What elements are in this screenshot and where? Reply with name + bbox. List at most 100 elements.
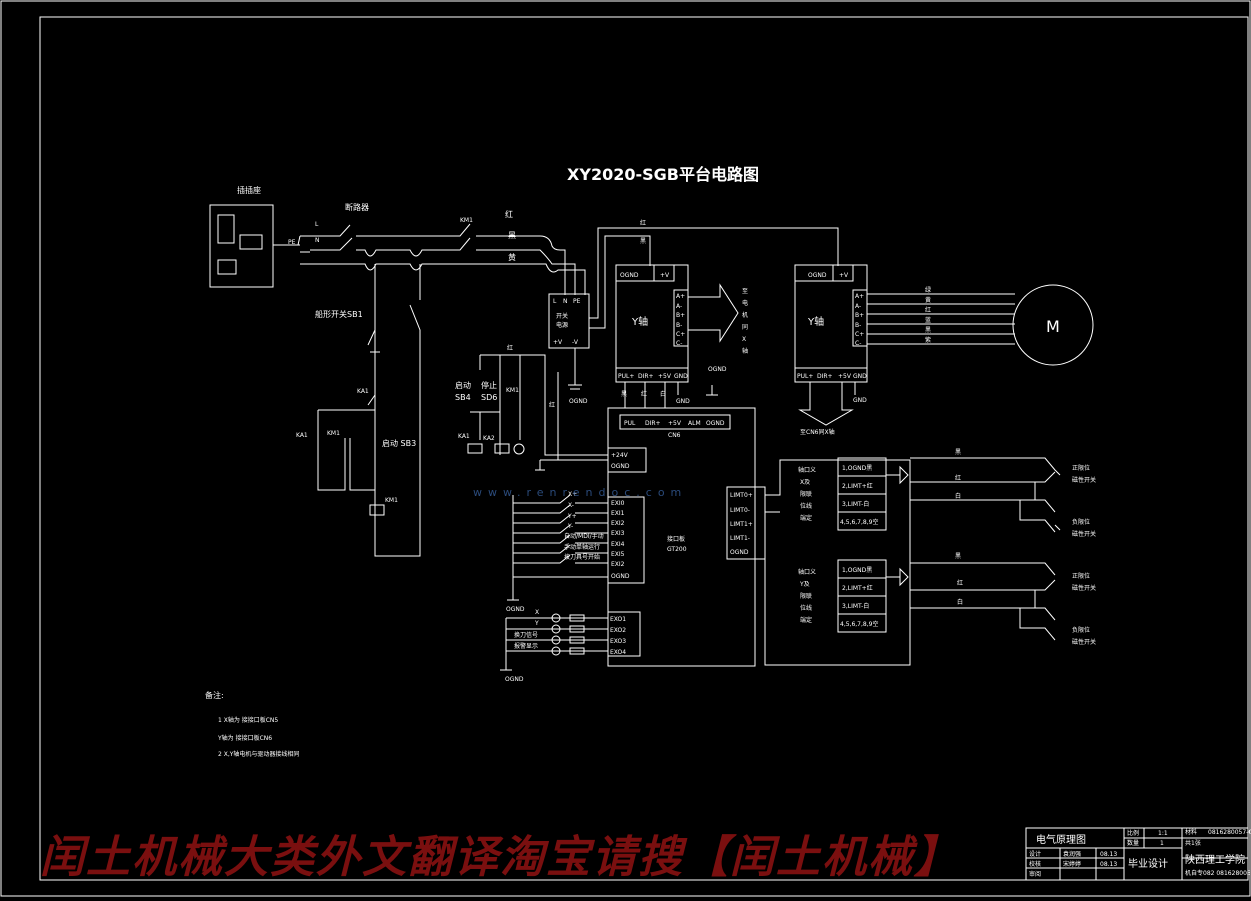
- svg-text:端定: 端定: [800, 514, 812, 522]
- svg-text:LIMT0+: LIMT0+: [730, 492, 753, 499]
- svg-text:负限位: 负限位: [1072, 518, 1090, 526]
- svg-text:OGND: OGND: [708, 366, 727, 373]
- note-line-1: 1 X轴为 接接口板CN5: [218, 716, 278, 724]
- svg-text:机: 机: [742, 311, 748, 319]
- socket-symbol: [209, 204, 274, 288]
- psu-label-1: 开关: [556, 312, 568, 320]
- svg-text:CN6: CN6: [668, 432, 681, 439]
- svg-text:轴口义: 轴口义: [798, 568, 816, 576]
- svg-text:KM1: KM1: [385, 497, 398, 504]
- svg-text:黑: 黑: [955, 449, 961, 456]
- to-x-motor-1: 至: [742, 288, 748, 295]
- svg-text:手动单轴运行: 手动单轴运行: [564, 543, 600, 551]
- svg-text:1:1: 1:1: [1158, 830, 1168, 837]
- svg-text:EXO4: EXO4: [610, 649, 626, 656]
- km1-label-top: KM1: [460, 217, 473, 224]
- wire-black-label: 黑: [508, 231, 516, 240]
- svg-text:ALM: ALM: [688, 420, 701, 427]
- svg-text:磁性开关: 磁性开关: [1072, 476, 1096, 484]
- svg-text:PUL+: PUL+: [618, 373, 634, 380]
- svg-text:袁润强: 袁润强: [1063, 850, 1081, 858]
- svg-text:OGND: OGND: [506, 606, 525, 613]
- svg-text:Y+: Y+: [567, 513, 577, 520]
- svg-text:L: L: [553, 298, 557, 305]
- svg-text:轴: 轴: [742, 347, 748, 355]
- svg-text:Y-: Y-: [567, 523, 573, 530]
- svg-text:1: 1: [1160, 840, 1164, 847]
- svg-text:校核: 校核: [1029, 860, 1041, 868]
- svg-text:3,LIMT-白: 3,LIMT-白: [842, 500, 869, 508]
- svg-text:OGND: OGND: [620, 272, 639, 279]
- svg-text:+V: +V: [553, 339, 563, 346]
- wire-yellow-label: 黄: [508, 252, 516, 262]
- svg-text:报警显示: 报警显示: [514, 642, 538, 650]
- svg-text:位线: 位线: [800, 502, 812, 510]
- to-cn6-label: 至CN6同X轴: [800, 428, 835, 436]
- svg-text:0816280057-06: 0816280057-06: [1208, 829, 1251, 836]
- svg-text:换刀信号: 换刀信号: [514, 631, 538, 639]
- svg-text:2,LIMT+红: 2,LIMT+红: [842, 482, 873, 490]
- svg-text:同: 同: [742, 324, 748, 331]
- svg-text:GND: GND: [853, 373, 867, 380]
- motor-label: M: [1046, 317, 1060, 336]
- svg-text:EXI0: EXI0: [611, 500, 625, 507]
- svg-text:EXI4: EXI4: [611, 541, 625, 548]
- svg-text:1,OGND黑: 1,OGND黑: [842, 465, 872, 472]
- svg-text:轴口义: 轴口义: [798, 466, 816, 474]
- svg-text:1,OGND黑: 1,OGND黑: [842, 567, 872, 574]
- svg-text:KA1: KA1: [458, 433, 470, 440]
- svg-text:X: X: [742, 336, 746, 343]
- svg-text:数量: 数量: [1127, 839, 1139, 847]
- svg-text:Y及: Y及: [799, 581, 810, 588]
- svg-text:正限位: 正限位: [1072, 464, 1090, 472]
- wire-red-label: 红: [505, 209, 513, 219]
- driver-left-name: Y轴: [631, 315, 648, 328]
- svg-text:按刀具号开始: 按刀具号开始: [564, 553, 600, 561]
- svg-text:绿: 绿: [925, 286, 931, 294]
- svg-text:审阅: 审阅: [1029, 870, 1041, 878]
- svg-text:08.13: 08.13: [1100, 861, 1117, 868]
- svg-text:材料: 材料: [1185, 828, 1197, 836]
- svg-text:红: 红: [549, 401, 555, 409]
- svg-text:共1张: 共1张: [1185, 839, 1201, 847]
- svg-text:PUL: PUL: [624, 420, 636, 427]
- sb4-label-2: SB4: [455, 393, 471, 402]
- diagram-title: XY2020-SGB平台电路图: [567, 165, 759, 184]
- sb3-label: 启动 SB3: [382, 438, 416, 448]
- watermark-banner: 闰土机械大类外文翻译淘宝请搜【闰土机械】: [40, 832, 960, 883]
- inner-frame: [39, 16, 1249, 881]
- svg-text:A-: A-: [855, 303, 861, 310]
- svg-text:A-: A-: [676, 303, 682, 310]
- svg-text:+V: +V: [839, 272, 849, 279]
- svg-text:PUL+: PUL+: [797, 373, 813, 380]
- svg-text:GND: GND: [676, 398, 690, 405]
- svg-text:紫: 紫: [925, 336, 931, 344]
- svg-text:EXI2: EXI2: [611, 561, 625, 568]
- svg-text:红: 红: [925, 306, 931, 314]
- svg-text:红: 红: [955, 474, 961, 482]
- sb4-label-1: 启动: [455, 380, 471, 390]
- breaker-label: 断路器: [345, 202, 369, 212]
- svg-text:电: 电: [742, 299, 748, 307]
- l-label: L: [315, 221, 319, 228]
- pe-label: PE: [288, 239, 296, 246]
- svg-text:DIR+: DIR+: [645, 420, 661, 427]
- svg-text:毕业设计: 毕业设计: [1128, 857, 1168, 870]
- board-model: GT200: [667, 546, 687, 553]
- svg-text:B+: B+: [855, 312, 864, 319]
- psu-label-2: 电源: [556, 321, 568, 329]
- svg-text:白: 白: [660, 390, 666, 398]
- watermark-url: www.renrendoc.com: [473, 486, 687, 499]
- svg-text:位线: 位线: [800, 604, 812, 612]
- svg-text:+5V: +5V: [658, 373, 672, 380]
- svg-text:磁性开关: 磁性开关: [1072, 530, 1096, 538]
- svg-text:C-: C-: [855, 340, 861, 347]
- svg-text:EXO2: EXO2: [610, 627, 626, 634]
- svg-text:红: 红: [641, 390, 647, 398]
- svg-text:OGND: OGND: [611, 463, 630, 470]
- svg-text:正限位: 正限位: [1072, 572, 1090, 580]
- svg-text:黑: 黑: [955, 553, 961, 560]
- svg-text:红: 红: [640, 219, 646, 227]
- switch-sb-label: 船形开关SB1: [315, 309, 363, 319]
